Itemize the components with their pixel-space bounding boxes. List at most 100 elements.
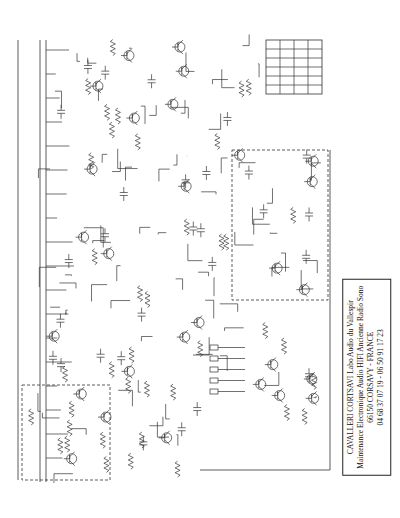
wire: [270, 232, 277, 234]
transistor-lead: [73, 390, 79, 398]
wire: [197, 402, 198, 408]
connector-pin: [210, 367, 218, 372]
wire: [205, 300, 214, 318]
wire: [176, 279, 183, 290]
transistor-lead: [311, 163, 316, 168]
wire: [267, 188, 273, 203]
transistor-lead: [107, 247, 112, 252]
wire: [55, 91, 62, 108]
wire: [149, 417, 163, 426]
wire: [218, 358, 245, 359]
wire: [214, 278, 216, 296]
transistor-lead: [184, 188, 189, 193]
wire: [100, 357, 101, 363]
wire: [193, 230, 194, 236]
wire: [46, 338, 57, 339]
wire: [87, 69, 88, 75]
wire: [181, 422, 182, 428]
wire: [61, 367, 62, 373]
resistor-symbol: [128, 453, 133, 469]
resistor-symbol: [281, 338, 286, 354]
transistor-lead: [127, 49, 132, 54]
transistor-lead: [178, 49, 183, 54]
wire: [218, 380, 245, 381]
wire: [254, 219, 264, 234]
transistor-lead: [296, 286, 302, 294]
connector-pin: [210, 378, 218, 383]
stamp-text: Maintenance Electronique Audio HIFI Anci…: [356, 286, 366, 469]
wire: [123, 187, 124, 193]
wire: [42, 413, 59, 418]
resistor-symbol: [69, 401, 74, 417]
wire: [117, 266, 121, 281]
resistor-symbol: [144, 381, 149, 397]
transistor-lead: [107, 256, 112, 261]
transistor-lead: [304, 178, 310, 186]
transistor-lead: [306, 394, 312, 402]
resistor-symbol: [129, 347, 134, 363]
wire: [84, 228, 103, 248]
transistor-lead: [104, 410, 109, 415]
wire: [46, 410, 61, 411]
wire: [220, 356, 227, 371]
wire: [61, 358, 62, 364]
transistor-lead: [278, 397, 283, 402]
connector-pin: [210, 356, 218, 361]
wire: [46, 458, 62, 459]
wire: [222, 69, 235, 87]
wire: [193, 222, 194, 228]
resistor-symbol: [284, 405, 289, 421]
wire: [149, 105, 156, 115]
wire: [314, 396, 316, 398]
transistor-lead: [52, 338, 57, 343]
resistor-symbol: [184, 219, 189, 235]
wire: [306, 150, 307, 156]
resistor-symbol: [171, 384, 176, 400]
wire: [200, 232, 201, 238]
wire: [201, 192, 216, 195]
wire: [72, 429, 87, 435]
transistor-lead: [265, 361, 271, 369]
wire: [46, 362, 72, 363]
resistor-symbol: [100, 432, 105, 448]
transistor-lead: [46, 332, 52, 340]
transistor-lead: [70, 452, 75, 457]
resistor-symbol: [105, 104, 110, 120]
resistor-symbol: [175, 461, 180, 477]
wire: [46, 218, 57, 219]
resistor-symbol: [302, 408, 307, 424]
transistor-lead: [96, 79, 101, 84]
address-stamp: CAVALLERI CORTSAVI Labo Audio du Vallesp…: [342, 279, 391, 476]
transistor-lead: [178, 40, 183, 45]
resistor-symbol: [67, 420, 72, 436]
resistor-symbol: [65, 436, 70, 452]
transistor-lead: [197, 316, 202, 321]
transistor-lead: [176, 67, 182, 75]
wire: [52, 351, 53, 357]
wire: [198, 272, 208, 276]
stamp-text: CAVALLERI CORTSAVI Labo Audio du Vallesp…: [346, 286, 356, 469]
wire: [187, 155, 188, 156]
wire: [248, 166, 249, 172]
wire: [65, 274, 72, 276]
transistor-lead: [310, 372, 315, 377]
wire: [125, 167, 132, 180]
transistor-lead: [178, 182, 184, 190]
wire: [242, 34, 249, 45]
transistor-lead: [312, 391, 317, 396]
wire: [263, 204, 264, 210]
wire: [123, 195, 124, 201]
wire: [140, 227, 151, 233]
wire: [118, 149, 138, 169]
wire: [306, 258, 307, 264]
wire: [212, 257, 213, 263]
transistor-lead: [310, 381, 315, 386]
transistor-lead: [126, 114, 132, 122]
wire: [185, 174, 186, 180]
table-rule: [308, 40, 309, 94]
transistor-lead: [165, 440, 170, 445]
wire: [68, 254, 69, 259]
wire: [100, 349, 101, 355]
wire: [218, 391, 245, 392]
